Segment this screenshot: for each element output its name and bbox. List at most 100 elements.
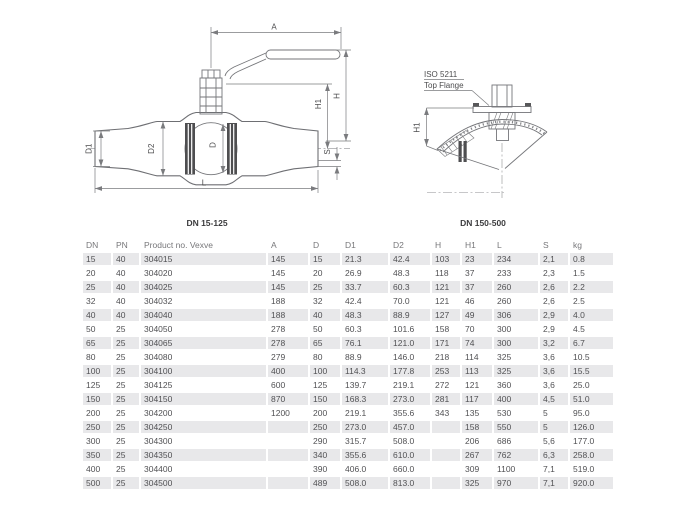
stem	[199, 77, 223, 115]
dim-d2-label: D2	[147, 143, 156, 154]
collar-hatch-5	[460, 133, 468, 143]
table-cell: 355.6	[393, 408, 415, 418]
dim-s-label: S	[323, 149, 332, 154]
table-cell: 343	[435, 408, 450, 418]
table-cell: 355.6	[342, 449, 388, 461]
handle-lever-lower	[229, 58, 267, 80]
body-dome-outer	[436, 119, 548, 150]
gland-hatch-1	[490, 112, 498, 130]
table-cell: 15	[83, 253, 111, 265]
table-cell: 218	[435, 352, 450, 362]
table-cell: 1100	[497, 464, 516, 474]
table-cell: 762	[494, 449, 538, 461]
table-cell: 2.5	[573, 296, 585, 306]
table-cell: 6,3	[540, 449, 568, 461]
table-cell: 400	[494, 393, 538, 405]
table-cell: 325	[497, 352, 512, 362]
table-cell: 135	[465, 408, 480, 418]
table-cell: 121	[465, 380, 480, 390]
table-cell: 304015	[141, 253, 266, 265]
table-cell: 260	[494, 281, 538, 293]
technical-drawing: A H H1 D1 D2 D S L DN 15-125	[85, 23, 548, 228]
dim-h1-label: H1	[314, 98, 323, 109]
table-cell: 139.7	[345, 380, 367, 390]
table-cell: 42.4	[390, 253, 430, 265]
table-cell: 25	[116, 380, 126, 390]
table-cell: 7,1	[543, 464, 555, 474]
table-cell: 610.0	[390, 449, 430, 461]
table-cell: 3,6	[543, 352, 555, 362]
table-cell	[432, 435, 460, 447]
dim-h1-right-label: H1	[413, 122, 422, 133]
collar-hatch-3	[450, 140, 458, 149]
table-cell: 168.3	[342, 393, 388, 405]
table-cell: 219.1	[345, 408, 367, 418]
table-cell: 309	[465, 464, 480, 474]
table-cell: 177.8	[390, 365, 430, 377]
table-cell: 530	[497, 408, 512, 418]
table-cell: 40	[83, 309, 111, 321]
table-cell: 25	[116, 436, 126, 446]
table-cell: 304020	[144, 268, 173, 278]
table-column-header: L	[497, 240, 502, 250]
table-cell: 258.0	[570, 449, 613, 461]
stem-upper	[491, 84, 513, 108]
table-cell: 158	[462, 421, 492, 433]
table-cell: 200	[313, 408, 328, 418]
table-cell: 2,9	[543, 324, 555, 334]
table-cell: 400	[86, 464, 101, 474]
table-cell: 304065	[141, 337, 266, 349]
table-cell: 600	[271, 380, 286, 390]
table-cell: 519.0	[573, 464, 595, 474]
table-cell: 390	[313, 464, 328, 474]
table-column-header: D	[313, 240, 320, 250]
collar-hatch-1	[440, 146, 448, 155]
cutaway-edge-left	[436, 148, 500, 170]
dim-l-label: L	[202, 179, 207, 188]
table-cell: 2,9	[540, 309, 568, 321]
table-cell: 25.0	[573, 380, 590, 390]
table-cell: 25	[116, 408, 126, 418]
table-cell: 145	[268, 281, 308, 293]
table-cell: 0.8	[570, 253, 613, 265]
table-cell: 21.3	[342, 253, 388, 265]
table-column-header: D2	[393, 240, 404, 250]
table-cell: 25	[113, 337, 139, 349]
gland-hatch-3	[502, 112, 510, 130]
table-cell: 360	[497, 380, 512, 390]
table-cell: 150	[83, 393, 111, 405]
table-cell: 272	[435, 380, 450, 390]
table-cell: 171	[432, 337, 460, 349]
table-cell: 300	[86, 436, 101, 446]
table-cell: 686	[497, 436, 512, 446]
caption-dn15-125: DN 15-125	[186, 218, 227, 228]
table-cell: 95.0	[573, 408, 590, 418]
iso5211-note-line1: ISO 5211	[424, 70, 458, 79]
table-cell: 25	[116, 324, 126, 334]
table-cell: 51.0	[570, 393, 613, 405]
table-cell: 5	[540, 421, 568, 433]
table-cell: 146.0	[393, 352, 415, 362]
table-cell: 273.0	[390, 393, 430, 405]
table-column-header: PN	[116, 240, 128, 250]
table-cell: 304150	[141, 393, 266, 405]
table-cell: 37	[462, 281, 492, 293]
table-cell: 125	[86, 380, 101, 390]
table-cell: 33.7	[342, 281, 388, 293]
weld-seam-bar-1	[458, 141, 462, 162]
table-cell: 103	[432, 253, 460, 265]
table-cell: 1.5	[573, 268, 585, 278]
table-cell: 188	[268, 309, 308, 321]
table-cell: 340	[310, 449, 340, 461]
table-cell: 40	[113, 309, 139, 321]
